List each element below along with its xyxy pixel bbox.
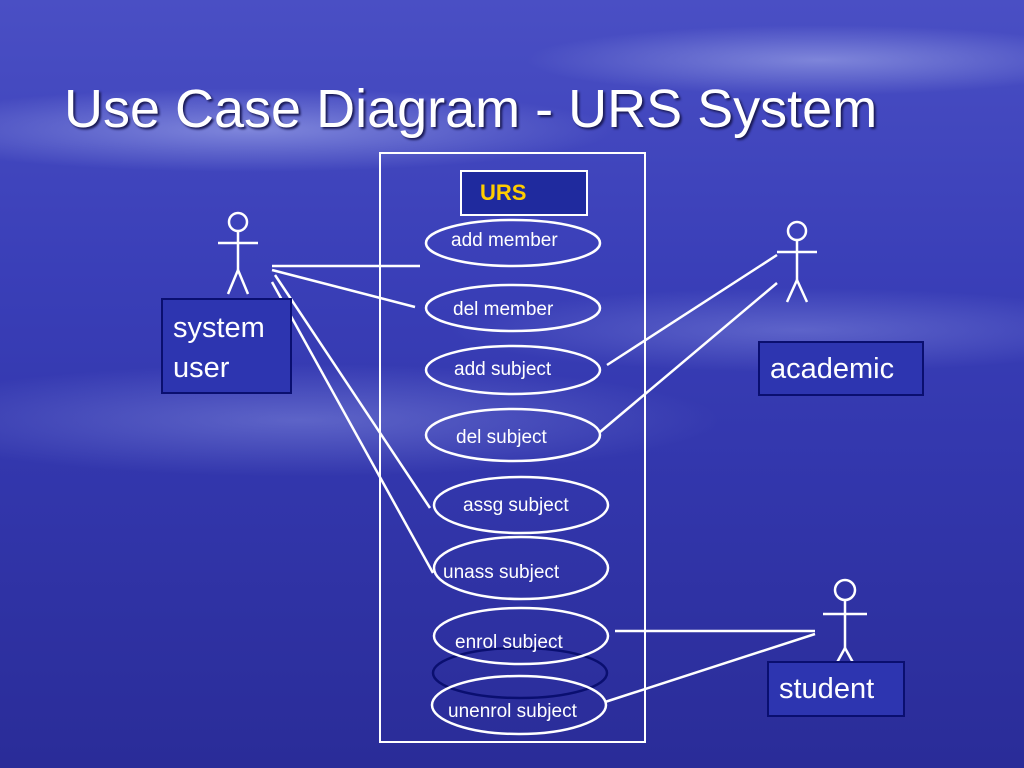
association-system-user-unass-subject (270, 281, 435, 574)
use-case-del-subject (424, 407, 602, 463)
actor-figure-academic (777, 220, 817, 303)
association-academic-add-subject (606, 253, 778, 367)
system-name: URS (460, 170, 588, 216)
use-case-enrol-subject (432, 606, 610, 666)
use-case-add-member (424, 218, 602, 268)
association-system-user-del-member (271, 268, 416, 309)
use-case-label-unass-subject: unass subject (443, 562, 560, 583)
association-academic-del-subject (599, 282, 778, 433)
use-case-label-unenrol-subject: unenrol subject (448, 701, 577, 722)
use-case-label-add-subject: add subject (454, 359, 552, 380)
use-case-assg-subject (432, 475, 610, 535)
actor-figure-system-user (218, 211, 258, 295)
use-case-label-del-subject: del subject (456, 427, 547, 448)
use-case-label-del-member: del member (453, 299, 554, 320)
use-case-unenrol-subject (430, 674, 608, 736)
use-case-shadow-ellipse (431, 646, 609, 700)
system-boundary (379, 152, 646, 743)
page-title: Use Case Diagram - URS System (64, 79, 878, 139)
use-case-del-member (424, 283, 602, 333)
use-case-label-add-member: add member (451, 230, 558, 251)
use-case-label-assg-subject: assg subject (463, 495, 569, 516)
actor-label-system-user: system user (173, 312, 265, 384)
use-case-label-enrol-subject: enrol subject (455, 632, 563, 653)
actor-label-student: student (779, 673, 875, 705)
actor-box-system-user: system user (161, 298, 292, 394)
association-student-unenrol-subject (604, 632, 816, 704)
actor-label-academic: academic (770, 353, 895, 385)
use-case-add-subject (424, 344, 602, 396)
use-case-unass-subject (432, 535, 610, 601)
actor-figure-student (823, 578, 867, 669)
actor-box-student: student (767, 661, 905, 717)
association-system-user-assg-subject (273, 274, 432, 509)
actor-box-academic: academic (758, 341, 924, 396)
